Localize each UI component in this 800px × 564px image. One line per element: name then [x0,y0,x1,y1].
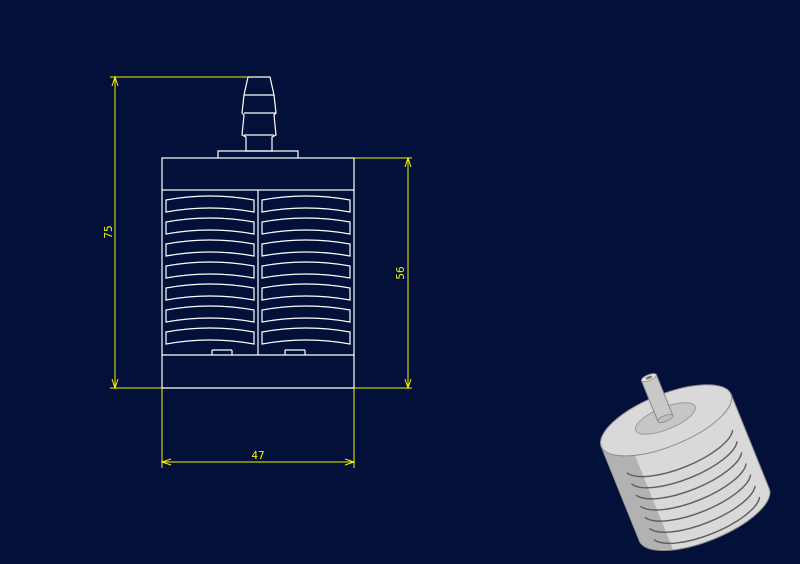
louver-slot [261,327,351,345]
louver-slot [165,195,255,213]
louver-slot [261,195,351,213]
louver-slot [165,283,255,301]
louver-slot [261,239,351,257]
preview-louver-slots [626,430,761,545]
preview-cylinder-shadow [601,446,673,550]
louver-slot [165,327,255,345]
preview-slot [639,463,747,511]
dimension-label-body-height: 56 [394,266,407,279]
preview-slot [635,452,743,500]
preview-hose-barb [640,373,674,423]
filter-louver-slots [165,195,351,345]
front-view-drawing[interactable] [161,76,355,389]
filter-body-outline [161,190,355,389]
preview-slot [653,496,761,545]
dimension-body-height[interactable] [354,156,412,390]
louver-slot [165,305,255,323]
preview-slot [626,430,734,478]
preview-slot [648,485,756,533]
louver-slot [165,217,255,235]
hose-barb-nozzle [217,76,299,158]
dimension-annotations[interactable] [110,75,412,468]
louver-slot [261,283,351,301]
dimension-overall-height[interactable] [110,75,248,390]
dimension-label-overall-height: 75 [102,225,115,238]
isometric-3d-preview[interactable] [583,349,779,564]
louver-slot [261,261,351,279]
louver-slot [165,261,255,279]
preview-slot [630,441,738,489]
louver-slot [261,305,351,323]
dimension-width[interactable] [160,388,356,468]
louver-slot [261,217,351,235]
dimension-label-width: 47 [251,449,264,462]
louver-slot [165,239,255,257]
preview-slot [644,474,752,522]
